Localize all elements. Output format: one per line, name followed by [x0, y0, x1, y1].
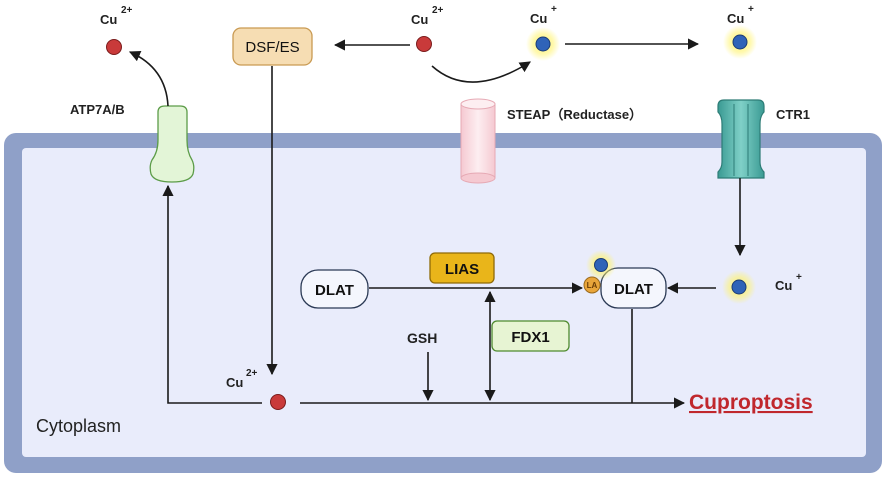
cu1-top-charge: + — [551, 4, 557, 15]
dlat-left-box — [300, 269, 369, 309]
cuproptosis-label: Cuproptosis — [689, 391, 813, 414]
la-label: LA — [587, 281, 598, 290]
cu2-ion-inside — [270, 394, 286, 410]
cu1-ion-inside — [731, 279, 747, 295]
lias-box — [429, 252, 495, 284]
cu1-inside-charge: + — [796, 272, 802, 283]
cu2-ion-top-left — [106, 39, 122, 55]
cu2-ion-top-center — [416, 36, 432, 52]
arrow-steap-reduction — [431, 61, 531, 83]
ctr1-label: CTR1 — [776, 107, 810, 122]
atp7-transporter — [149, 105, 195, 183]
cytoplasm-area — [22, 148, 866, 457]
arrow-cu2-export-path — [162, 184, 262, 404]
atp7-label: ATP7A/B — [70, 102, 125, 117]
cu2-top-left-label: Cu — [100, 12, 117, 27]
dsf-es-box — [232, 27, 313, 66]
cu1-top-right-label: Cu — [727, 11, 744, 26]
dsf-es-label: DSF/ES — [245, 39, 299, 56]
cu1-ion-top — [535, 36, 551, 52]
cu1-top-label: Cu — [530, 11, 547, 26]
cu2-top-left-charge: 2+ — [121, 5, 133, 16]
dlat-right-box — [600, 267, 667, 309]
cu1-inside-label: Cu — [775, 278, 792, 293]
ctr1-channel — [717, 99, 765, 179]
arrow-atp7-export — [128, 50, 169, 107]
cu2-inside-label: Cu — [226, 375, 243, 390]
fdx1-label: FDX1 — [511, 329, 549, 346]
cu2-top-center-label: Cu — [411, 12, 428, 27]
steap-label: STEAP（Reductase） — [507, 107, 642, 122]
cu2-inside-charge: 2+ — [246, 368, 258, 379]
cu1-ion-top-right — [732, 34, 748, 50]
cytoplasm-label: Cytoplasm — [36, 416, 121, 436]
lias-label: LIAS — [445, 261, 479, 278]
gsh-label: GSH — [407, 330, 437, 346]
cu1-ion-bound — [594, 258, 608, 272]
cu1-top-right-charge: + — [748, 4, 754, 15]
dlat-left-label: DLAT — [315, 282, 354, 299]
dlat-right-label: DLAT — [614, 281, 653, 298]
steap-reductase — [460, 98, 496, 184]
cu2-top-center-charge: 2+ — [432, 5, 444, 16]
lipoic-acid-marker — [583, 276, 601, 294]
